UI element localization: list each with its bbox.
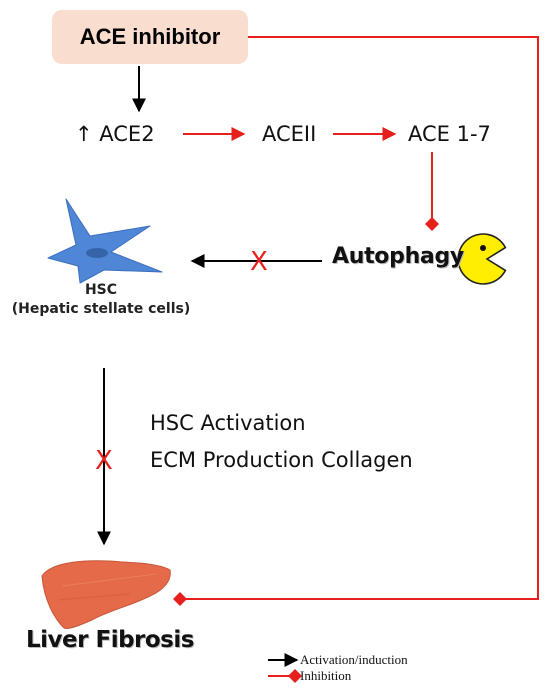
blocked-marker-hsc-liver: X (95, 446, 113, 476)
ecm-production-label: ECM Production Collagen (150, 448, 413, 472)
hsc-activation-label: HSC Activation (150, 411, 306, 435)
ace2-label: ↑ ACE2 (75, 122, 155, 146)
blocked-marker-autophagy-hsc: X (250, 247, 268, 277)
ace17-label: ACE 1-7 (408, 122, 491, 146)
legend-inhibition-text: Inhibition (300, 668, 352, 683)
pacman-icon (457, 233, 507, 285)
hepatic-stellate-cell-icon (47, 198, 163, 284)
ace-inhibitor-box: ACE inhibitor (52, 10, 248, 64)
liver-fibrosis-label: Liver Fibrosis (26, 627, 194, 653)
legend-activation-text: Activation/induction (300, 652, 408, 667)
ace-inhibitor-label: ACE inhibitor (79, 24, 221, 49)
hsc-label: HSC (Hepatic stellate cells) (8, 281, 194, 319)
inhibition-path-inhibitor-to-liver (173, 36, 539, 606)
hsc-label-full: (Hepatic stellate cells) (11, 301, 191, 317)
liver-icon (41, 560, 171, 629)
hsc-label-abbrev: HSC (84, 282, 118, 298)
autophagy-label: Autophagy (332, 244, 464, 269)
aceii-label: ACEII (262, 122, 317, 146)
